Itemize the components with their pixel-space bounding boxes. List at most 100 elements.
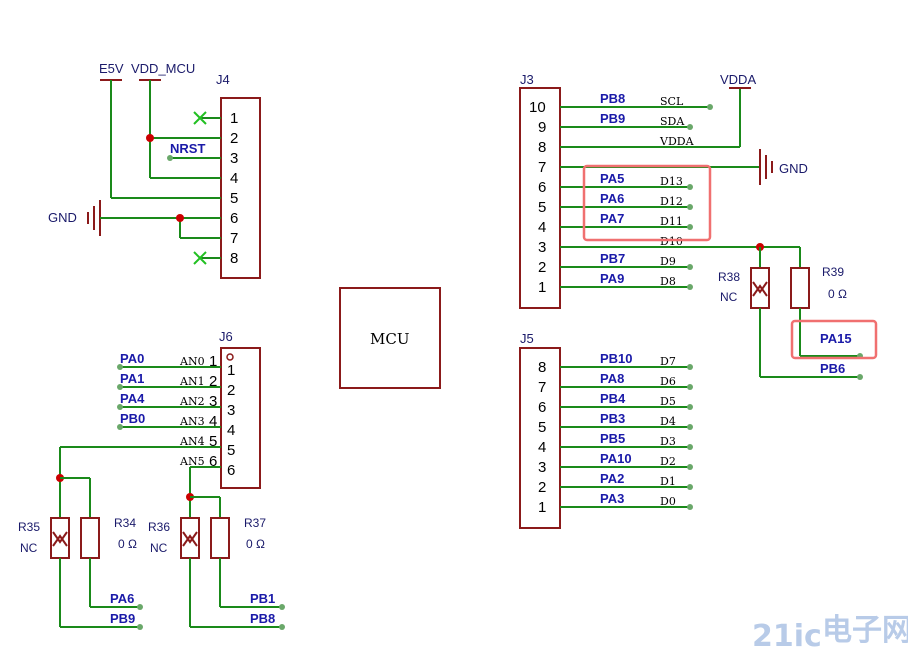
r37-value: 0 Ω [246, 537, 265, 551]
watermark-text: 21ic [752, 619, 822, 654]
j5-pin-4: 4 [538, 439, 546, 456]
resistors-r36-r37: R36 NC R37 0 Ω PB1 PB8 [148, 516, 285, 630]
j6-pin-1a: 1 [209, 353, 217, 370]
net-pa10: PA10 [600, 451, 632, 466]
junction-dot [176, 214, 184, 222]
j6-pin-3: 3 [227, 402, 235, 419]
j6-pin-3a: 3 [209, 393, 217, 410]
net-vdd-mcu: VDD_MCU [131, 61, 195, 76]
j6-pin-2a: 2 [209, 373, 217, 390]
j3-pin-6: 6 [538, 179, 546, 196]
j6-pin-1: 1 [227, 362, 235, 379]
j3-pin-7: 7 [538, 159, 546, 176]
net-pa8: PA8 [600, 371, 624, 386]
j4-ref: J4 [216, 72, 230, 87]
net-gnd-left: GND [48, 210, 77, 225]
j5-pin-7: 7 [538, 379, 546, 396]
junction-dot [146, 134, 154, 142]
net-pb8: PB8 [600, 91, 625, 106]
net-pb9: PB9 [600, 111, 625, 126]
net-gnd-right: GND [779, 161, 808, 176]
net-nrst: NRST [170, 141, 205, 156]
j4-pin-8: 8 [230, 250, 238, 267]
net-pa6: PA6 [600, 191, 624, 206]
j3-ref: J3 [520, 72, 534, 87]
watermark-logo: 21ic 电子网 [752, 613, 908, 654]
net-e5v: E5V [99, 61, 124, 76]
j4-pin-4: 4 [230, 170, 238, 187]
sig-an3: AN3 [179, 415, 205, 428]
net-pa15: PA15 [820, 331, 852, 346]
net-pb5: PB5 [600, 431, 625, 446]
net-pa7: PA7 [600, 211, 624, 226]
r38-value: NC [720, 290, 738, 304]
r37-body [210, 517, 230, 559]
highlight-box-pa15 [790, 319, 878, 360]
j4-pin-2: 2 [230, 130, 238, 147]
j6-body [220, 347, 261, 489]
r34-value: 0 Ω [118, 537, 137, 551]
r34-body [80, 517, 100, 559]
net-pb9-bottom: PB9 [110, 611, 135, 626]
j5-pin-8: 8 [538, 359, 546, 376]
j3-body [519, 87, 561, 309]
sig-an0: AN0 [179, 355, 205, 368]
net-pb4: PB4 [600, 391, 626, 406]
net-pb6: PB6 [820, 361, 845, 376]
r37-ref: R37 [244, 516, 266, 530]
sig-an5: AN5 [179, 455, 205, 468]
r39-ref: R39 [822, 265, 844, 279]
j6-pin-5a: 5 [209, 433, 217, 450]
sig-an4: AN4 [179, 435, 205, 448]
j6-ref: J6 [219, 329, 233, 344]
sig-d6: D6 [660, 375, 676, 388]
nc-resistor-icon [52, 534, 68, 547]
r39-value: 0 Ω [828, 287, 847, 301]
sig-sda: SDA [660, 115, 685, 128]
net-pa6-bottom: PA6 [110, 591, 134, 606]
r35-ref: R35 [18, 520, 40, 534]
j3-pin-2: 2 [538, 259, 546, 276]
j3-pin-9: 9 [538, 119, 546, 136]
r39-body [790, 267, 810, 309]
j4-pin-1: 1 [230, 110, 238, 127]
j5-pin-3: 3 [538, 459, 546, 476]
net-pa9: PA9 [600, 271, 624, 286]
j6-pin-2: 2 [227, 382, 235, 399]
sig-d5: D5 [660, 395, 676, 408]
mcu-body [339, 287, 441, 389]
net-pa2: PA2 [600, 471, 624, 486]
j3-pin-3: 3 [538, 239, 546, 256]
net-pb8-bottom: PB8 [250, 611, 275, 626]
net-pa1: PA1 [120, 371, 144, 386]
sig-d9: D9 [660, 255, 676, 268]
j6-pin-6: 6 [227, 462, 235, 479]
r35-body [50, 517, 70, 559]
r38-ref: R38 [718, 270, 740, 284]
watermark-sub: 电子网 [822, 613, 908, 648]
j4-body [220, 97, 261, 279]
ground-icon [87, 200, 101, 236]
pin1-marker-icon [226, 353, 234, 361]
sig-d1: D1 [660, 475, 676, 488]
j5-ref: J5 [520, 331, 534, 346]
sig-d2: D2 [660, 455, 676, 468]
r36-ref: R36 [148, 520, 170, 534]
connector-j3: J3 10 9 8 7 6 5 4 3 2 1 PB8 SCL PB9 SDA … [519, 72, 808, 309]
nc-resistor-icon [182, 534, 198, 547]
j4-pin-7: 7 [230, 230, 238, 247]
j3-pin-4: 4 [538, 219, 546, 236]
sig-an1: AN1 [179, 375, 205, 388]
j3-pin-8: 8 [538, 139, 546, 156]
r34-ref: R34 [114, 516, 136, 530]
net-pb1: PB1 [250, 591, 275, 606]
ground-icon [759, 149, 773, 185]
net-pa5: PA5 [600, 171, 624, 186]
j5-pin-1: 1 [538, 499, 546, 516]
net-pa3: PA3 [600, 491, 624, 506]
sig-d13: D13 [660, 175, 683, 188]
net-pa4: PA4 [120, 391, 145, 406]
j5-pin-5: 5 [538, 419, 546, 436]
j4-pin-6: 6 [230, 210, 238, 227]
sig-d4: D4 [660, 415, 676, 428]
